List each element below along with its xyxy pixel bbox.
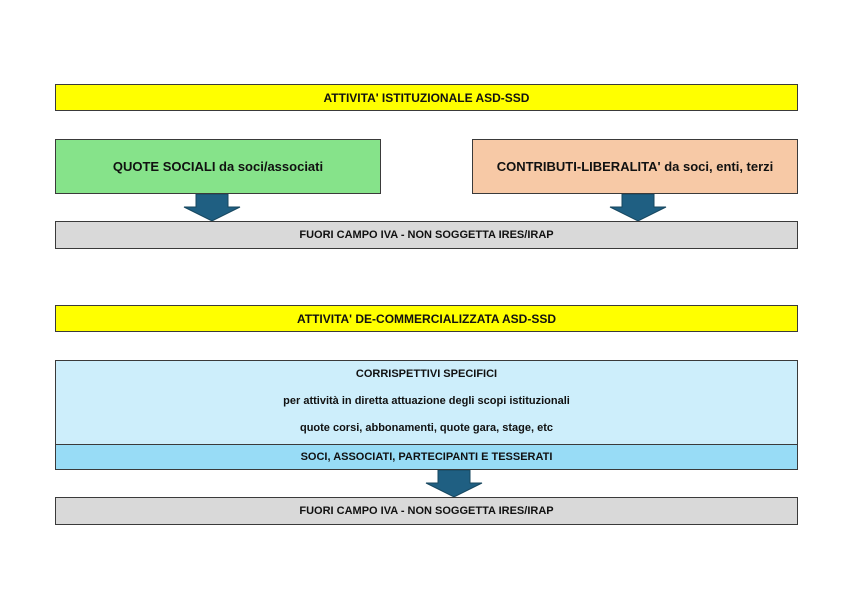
specific-fees-purpose: per attività in diretta attuazione degli… xyxy=(283,395,570,407)
tax-status-result-1: FUORI CAMPO IVA - NON SOGGETTA IRES/IRAP xyxy=(55,221,798,249)
member-fees-box: QUOTE SOCIALI da soci/associati xyxy=(55,139,381,194)
tax-status-result-2-text: FUORI CAMPO IVA - NON SOGGETTA IRES/IRAP xyxy=(299,505,554,517)
down-arrow-icon xyxy=(182,194,242,222)
specific-fees-examples: quote corsi, abbonamenti, quote gara, st… xyxy=(299,422,554,434)
institutional-activity-title: ATTIVITA' ISTITUZIONALE ASD-SSD xyxy=(55,84,798,111)
tax-status-result-1-text: FUORI CAMPO IVA - NON SOGGETTA IRES/IRAP xyxy=(299,229,554,241)
contributions-box: CONTRIBUTI-LIBERALITA' da soci, enti, te… xyxy=(472,139,798,194)
specific-fees-heading: CORRISPETTIVI SPECIFICI xyxy=(355,368,498,380)
member-fees-text: QUOTE SOCIALI da soci/associati xyxy=(112,159,324,174)
specific-fees-box: CORRISPETTIVI SPECIFICI per attività in … xyxy=(55,360,798,446)
contributions-text: CONTRIBUTI-LIBERALITA' da soci, enti, te… xyxy=(496,159,774,174)
decommercialized-activity-title: ATTIVITA' DE-COMMERCIALIZZATA ASD-SSD xyxy=(55,305,798,332)
decommercialized-activity-title-text: ATTIVITA' DE-COMMERCIALIZZATA ASD-SSD xyxy=(296,311,557,326)
down-arrow-icon xyxy=(608,194,668,222)
institutional-activity-title-text: ATTIVITA' ISTITUZIONALE ASD-SSD xyxy=(323,90,530,105)
recipients-text: SOCI, ASSOCIATI, PARTECIPANTI E TESSERAT… xyxy=(300,451,553,463)
tax-status-result-2: FUORI CAMPO IVA - NON SOGGETTA IRES/IRAP xyxy=(55,497,798,525)
down-arrow-icon xyxy=(424,470,484,498)
recipients-box: SOCI, ASSOCIATI, PARTECIPANTI E TESSERAT… xyxy=(55,444,798,470)
